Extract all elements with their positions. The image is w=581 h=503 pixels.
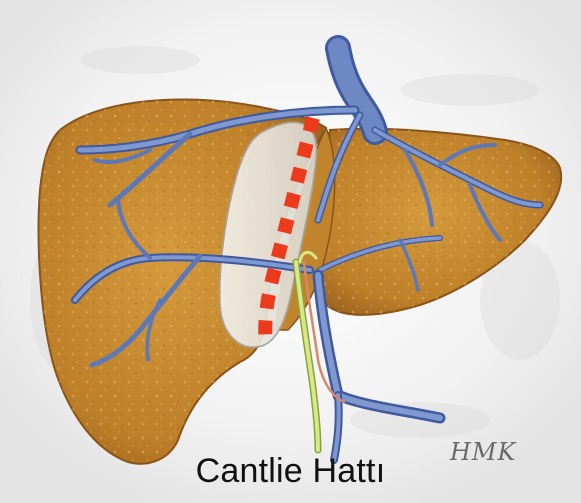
artist-signature: HMK: [450, 438, 516, 466]
